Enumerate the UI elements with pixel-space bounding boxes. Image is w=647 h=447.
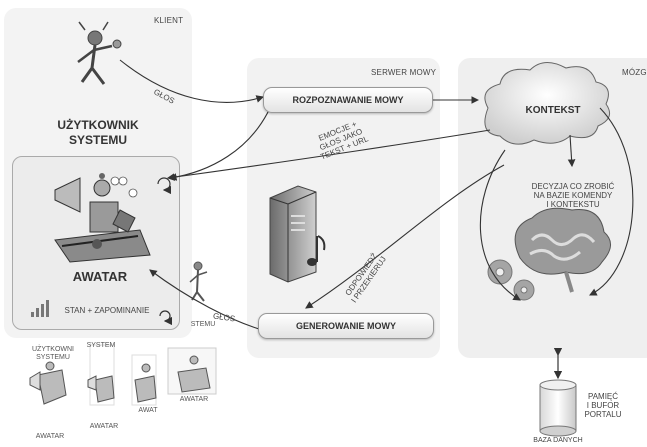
brain-title: MÓZG <box>622 68 647 77</box>
arrow-cloud-to-avatar <box>166 129 491 181</box>
context-cloud <box>484 62 611 145</box>
user-figure-icon <box>77 21 122 85</box>
speech-server-title: SERWER MOWY <box>371 68 437 77</box>
client-title: KLIENT <box>154 16 184 25</box>
avatar-illustration-icon <box>54 173 151 263</box>
small-user-figure-icon <box>189 261 208 302</box>
gears-icon <box>487 259 535 301</box>
music-note-icon <box>307 235 326 266</box>
signal-bars-icon <box>31 300 49 317</box>
brain-icon <box>514 207 611 293</box>
thumb-avatar-label-3: AWAT <box>138 407 158 414</box>
speech-recognition-box: ROZPOZNAWANIE MOWY <box>263 87 433 113</box>
thumbnail-strip <box>29 344 217 406</box>
avatar-title: AWATAR <box>72 269 128 284</box>
thumb-system-label: SYSTEM <box>86 342 116 349</box>
thumbnail-4 <box>167 347 217 395</box>
thumb-avatar-label-1: AWATAR <box>35 433 65 440</box>
thumb-stemu-label: STEMU <box>190 321 216 328</box>
thumbnail-3 <box>131 354 157 406</box>
arrow-cloud-down <box>567 134 576 168</box>
thumb-avatar-label-2: AWATAR <box>89 423 119 430</box>
arrow-loop-left <box>479 149 521 301</box>
arrow-recognition-to-avatar <box>168 107 271 181</box>
arrow-loop-right <box>589 107 634 296</box>
emotion-faces-icon <box>110 176 138 198</box>
database-icon <box>539 379 577 437</box>
thumb-avatar-label-4: AWATAR <box>179 396 209 403</box>
feedback-loop-icon <box>157 177 172 195</box>
arrow-generation-to-avatar <box>149 269 263 331</box>
thumbnail-2 <box>87 344 115 406</box>
arrow-brain-to-generation <box>305 164 505 309</box>
refresh-icon <box>159 310 173 326</box>
server-icon <box>269 185 317 283</box>
avatar-state-label: STAN + ZAPOMINANIE <box>64 306 150 315</box>
arrow-user-to-recognition <box>119 59 265 103</box>
database-label: BAZA DANYCH <box>533 437 583 444</box>
context-label: KONTEKST <box>525 105 581 116</box>
speech-generation-box: GENEROWANIE MOWY <box>258 313 434 339</box>
thumbnail-1 <box>29 361 67 405</box>
